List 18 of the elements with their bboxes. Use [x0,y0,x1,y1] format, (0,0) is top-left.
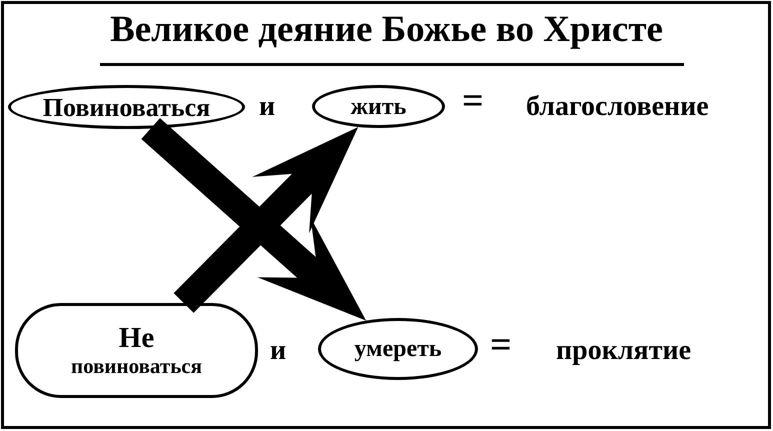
node-text: Не [118,322,154,352]
node-text: умереть [354,335,442,364]
result-text: проклятие [556,334,692,368]
node-text: Повиноваться [42,92,210,124]
oval-node [318,318,478,380]
conjunction-text: и [270,334,286,368]
equals-sign: = [462,84,484,118]
oval-node [312,85,445,128]
rounded-node [15,303,258,398]
title-text: Великое деяние Божье во Христе [110,8,663,52]
equals-sign: = [490,328,512,362]
node-text: повиноваться [71,352,202,378]
node-text: жить [350,92,406,122]
conjunction-text: и [259,90,276,124]
oval-node [8,85,245,129]
thick-arrow [174,127,358,313]
result-text: благословение [526,90,709,124]
thick-arrow [141,118,366,321]
